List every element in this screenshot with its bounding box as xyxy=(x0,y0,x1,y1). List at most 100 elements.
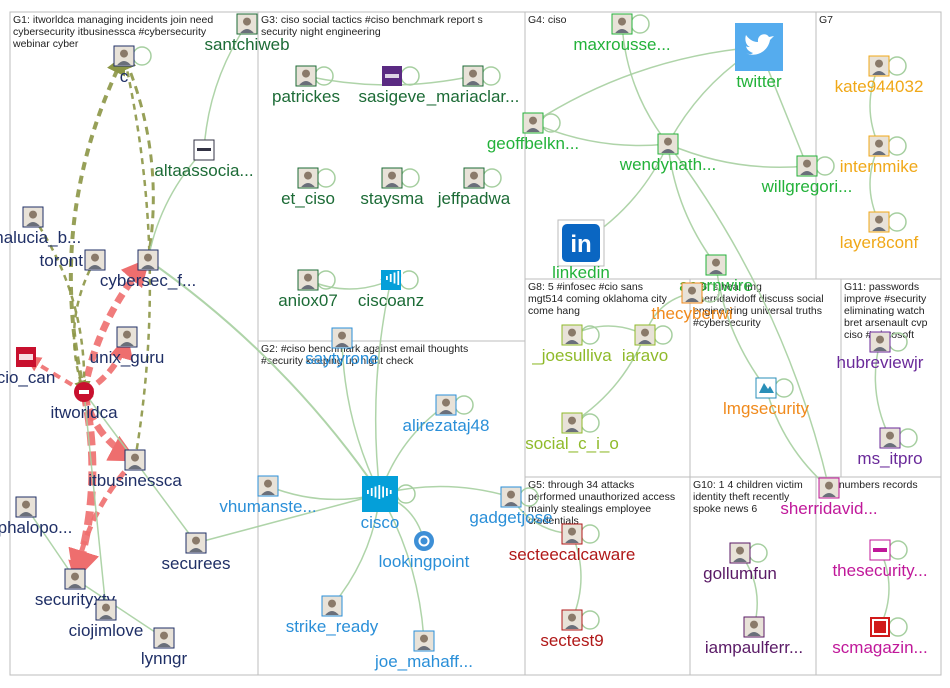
node-scmagazin[interactable]: scmagazin... xyxy=(832,617,928,657)
node-kate[interactable]: kate944032 xyxy=(835,55,924,96)
node-hubreviewjr[interactable]: hubreviewjr xyxy=(837,331,924,372)
group-caption-g6: sherridavidoff discuss social xyxy=(693,293,824,305)
node-maxrousse[interactable]: maxrousse... xyxy=(573,13,671,54)
group-caption-g4: G4: ciso xyxy=(528,14,567,26)
node-lmgsecurity[interactable]: lmgsecurity xyxy=(723,377,809,418)
node-msitpro[interactable]: ms_itpro xyxy=(857,427,923,468)
edge-maxrousse-to-wendynath xyxy=(621,23,669,145)
edge-toronto-to-itworldca xyxy=(72,259,97,394)
avatar-icon xyxy=(500,486,522,508)
avatar-icon xyxy=(462,65,484,87)
node-etciso[interactable]: et_ciso xyxy=(281,167,335,208)
node-saytyrone[interactable]: saytyrone xyxy=(305,327,379,368)
node-cisco[interactable]: cisco xyxy=(361,476,400,532)
node-label-jeffpadwa: jeffpadwa xyxy=(437,189,511,208)
node-layer8conf[interactable]: layer8conf xyxy=(840,211,919,252)
node-aniox07[interactable]: aniox07 xyxy=(278,269,338,310)
node-iaravo[interactable]: iaravo xyxy=(622,324,668,365)
node-willgregori[interactable]: willgregori... xyxy=(761,155,853,196)
node-thecyberwi[interactable]: thecyberwi xyxy=(651,282,733,323)
node-vhumanste[interactable]: vhumanste... xyxy=(219,475,317,516)
avatar-icon xyxy=(681,282,703,304)
node-label-hubreviewjr: hubreviewjr xyxy=(837,353,924,372)
group-caption-g8: come hang xyxy=(528,305,580,317)
node-toronto[interactable]: toront xyxy=(40,249,106,271)
node-label-cisco: cisco xyxy=(361,513,400,532)
group-caption-g11: G11: passwords xyxy=(844,281,919,293)
node-label-lookingpoint: lookingpoint xyxy=(379,552,470,571)
node-internmike[interactable]: internmike xyxy=(840,135,918,176)
node-socialcio[interactable]: social_c_i_o xyxy=(525,412,619,453)
group-caption-g11: eliminating watch xyxy=(844,305,925,317)
node-itworldca[interactable]: itworldca xyxy=(50,382,118,422)
node-label-mariaclar: _mariaclar... xyxy=(426,87,520,106)
node-label-toronto: toront xyxy=(40,251,84,270)
node-unix[interactable]: unix_guru xyxy=(90,326,165,367)
avatar-icon xyxy=(236,13,258,35)
avatar-icon xyxy=(331,327,353,349)
node-joesulliva[interactable]: _joesulliva xyxy=(531,324,612,365)
node-label-staysma: staysma xyxy=(360,189,424,208)
avatar-icon xyxy=(124,449,146,471)
node-label-ciscoanz: ciscoanz xyxy=(358,291,424,310)
edge-analucia-to-itworldca xyxy=(31,216,91,394)
node-lynngr[interactable]: lynngr xyxy=(141,627,188,668)
node-label-iampaulferr: iampaulferr... xyxy=(705,638,803,657)
node-label-msitpro: ms_itpro xyxy=(857,449,922,468)
node-geoffbelkn[interactable]: geoffbelkn... xyxy=(487,112,579,153)
node-cephalopo[interactable]: cephalopo... xyxy=(0,496,72,537)
node-itbusinessca[interactable]: itbusinessca xyxy=(88,449,182,490)
svg-text:in: in xyxy=(570,231,591,258)
node-staysma[interactable]: staysma xyxy=(360,167,424,208)
node-c[interactable]: c xyxy=(113,45,135,86)
node-cybersec[interactable]: cybersec_f... xyxy=(100,249,196,290)
node-label-ciocan: cio_can xyxy=(0,368,55,387)
avatar-icon xyxy=(295,65,317,87)
node-gadgetjose[interactable]: gadgetjose xyxy=(469,486,553,527)
node-label-analucia: analucia_b... xyxy=(0,228,81,247)
node-label-wendynath: wendynath... xyxy=(619,155,716,174)
node-label-geoffbelkn: geoffbelkn... xyxy=(487,134,579,153)
node-secteecal[interactable]: secteecalcaware xyxy=(509,523,636,564)
avatar-icon xyxy=(561,412,583,434)
node-altaassocia[interactable]: altaassocia... xyxy=(154,139,254,180)
avatar-icon xyxy=(381,167,403,189)
node-strike[interactable]: strike_ready xyxy=(286,595,379,636)
group-caption-g11: bret arsenault cvp xyxy=(844,317,928,329)
node-jeffpadwa[interactable]: jeffpadwa xyxy=(437,167,511,208)
avatar-icon xyxy=(297,269,319,291)
nodes: c analucia_b...toront cybersec_f... unix_gu… xyxy=(0,13,928,671)
avatar-icon xyxy=(868,55,890,77)
edge-wendynath-to-acorn xyxy=(667,143,717,266)
node-lookingpoint[interactable]: lookingpoint xyxy=(379,531,470,571)
avatar-icon xyxy=(522,112,544,134)
node-wendynath[interactable]: wendynath... xyxy=(619,133,716,174)
node-patrickes[interactable]: patrickes xyxy=(272,65,340,106)
group-caption-g3: G3: ciso social tactics #ciso benchmark … xyxy=(261,14,483,26)
node-alireza[interactable]: alirezataj48 xyxy=(403,394,490,435)
edge-cybersec-to-cisco xyxy=(147,259,381,496)
node-analucia[interactable]: analucia_b... xyxy=(0,206,81,247)
node-ciojimlove[interactable]: ciojimlove xyxy=(69,599,144,640)
node-ciocan[interactable]: cio_can xyxy=(0,347,55,387)
group-caption-g8: mgt514 coming oklahoma city xyxy=(528,293,668,305)
node-label-sectest9: sectest9 xyxy=(540,631,603,650)
node-securityxtv[interactable]: securityxtv xyxy=(35,568,116,609)
node-thesecurity[interactable]: thesecurity... xyxy=(832,539,928,580)
node-joemahaff[interactable]: joe_mahaff... xyxy=(374,630,473,671)
node-label-scmagazin: scmagazin... xyxy=(832,638,927,657)
node-sectest9[interactable]: sectest9 xyxy=(540,609,604,650)
node-label-santchiweb: santchiweb xyxy=(204,35,289,54)
node-ciscoanz[interactable]: ciscoanz xyxy=(358,270,424,310)
node-iampaulferr[interactable]: iampaulferr... xyxy=(705,616,803,657)
node-gollumfun[interactable]: gollumfun xyxy=(703,542,777,583)
node-twitter[interactable]: twitter xyxy=(735,23,783,91)
node-santchiweb[interactable]: santchiweb xyxy=(204,13,290,54)
node-mariaclar[interactable]: _mariaclar... xyxy=(426,65,520,106)
node-securees[interactable]: securees xyxy=(162,532,231,573)
edge-itworldca-to-c xyxy=(68,54,126,393)
node-sherridavid[interactable]: sherridavid... xyxy=(780,477,878,518)
node-sasigeve[interactable]: sasigeve xyxy=(358,66,426,106)
